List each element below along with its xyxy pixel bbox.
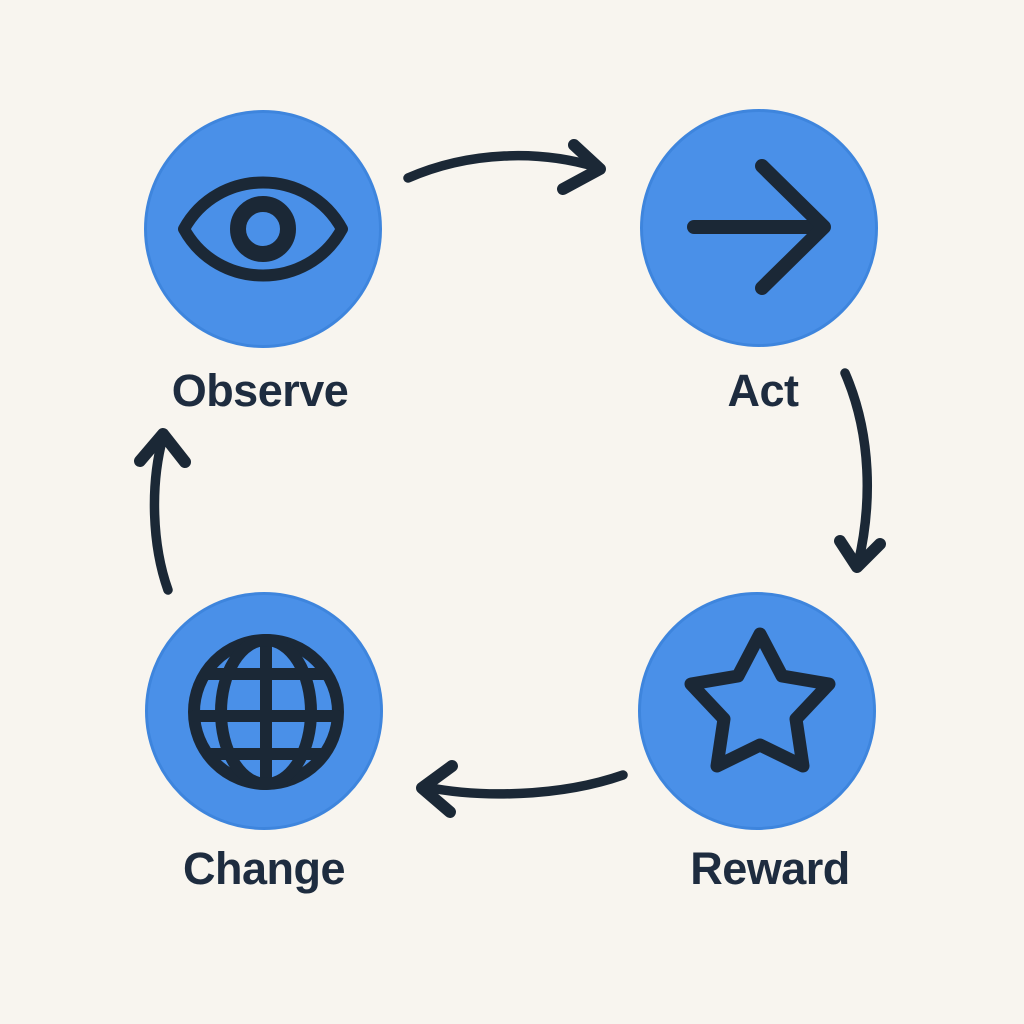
arrow-reward-to-change [416, 760, 628, 818]
arrow-right-icon [687, 159, 831, 295]
act-label: Act [727, 365, 799, 416]
arrow-observe-to-act [403, 139, 606, 195]
globe-icon [188, 634, 344, 790]
reward-label: Reward [690, 843, 850, 894]
change-label: Change [182, 843, 346, 894]
star-icon [684, 627, 836, 773]
observe-label: Observe [171, 365, 349, 416]
node-reward [638, 592, 876, 830]
node-observe [144, 110, 382, 348]
node-act [640, 109, 878, 347]
node-change [145, 592, 383, 830]
eye-icon [178, 176, 348, 282]
arrow-change-to-observe [134, 428, 191, 595]
